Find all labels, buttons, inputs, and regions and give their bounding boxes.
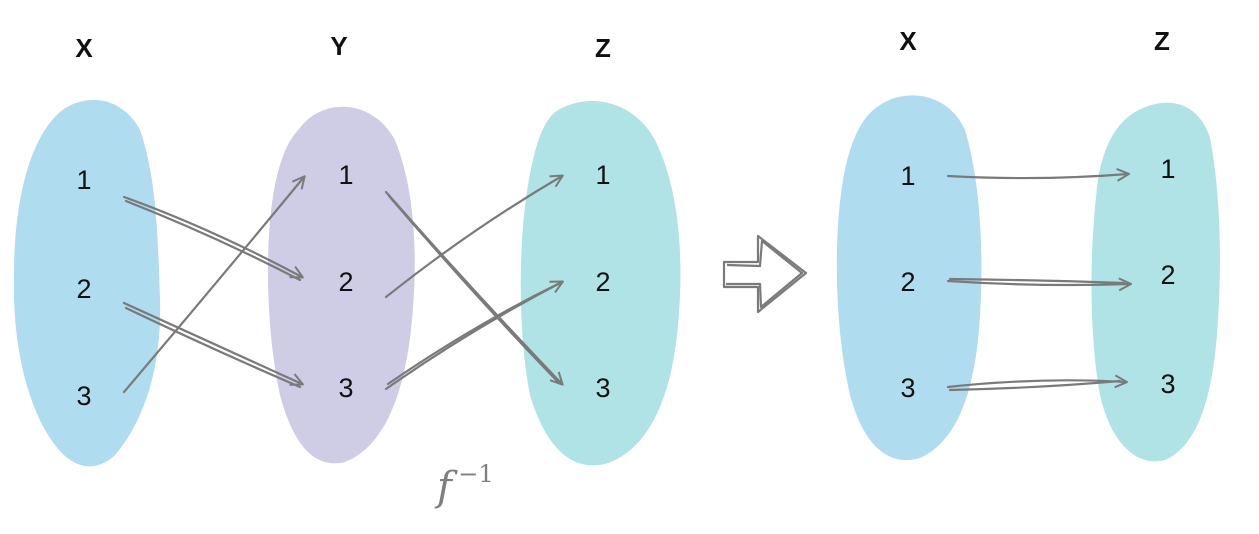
arrow-x1-to-y2 (122, 195, 304, 282)
arrow-result-x3-to-z3 (946, 374, 1128, 392)
inverse-function-label: f −1 (434, 460, 494, 510)
result-set-z-element-2: 2 (1160, 260, 1175, 290)
set-x-element-3: 3 (76, 381, 91, 411)
set-y-element-1: 1 (338, 160, 353, 190)
set-x-element-1: 1 (76, 165, 91, 195)
result-set-z-title: Z (1154, 26, 1170, 56)
function-name: f (434, 464, 458, 510)
set-z-element-3: 3 (595, 373, 610, 403)
set-y-blob (267, 106, 415, 464)
set-y-title: Y (330, 31, 347, 61)
result-set-x-element-3: 3 (900, 373, 915, 403)
left-diagram: X Y Z 1 2 3 1 2 3 1 2 3 (13, 31, 681, 510)
result-set-x-blob (836, 95, 982, 461)
set-x-title: X (75, 33, 93, 63)
arrow-result-x2-to-z2 (946, 277, 1132, 292)
result-set-x-element-1: 1 (900, 161, 915, 191)
result-set-x-title: X (899, 26, 917, 56)
arrow-x2-to-y3 (122, 301, 304, 389)
set-x-element-2: 2 (76, 274, 91, 304)
result-set-x-element-2: 2 (900, 267, 915, 297)
set-y-element-3: 3 (338, 373, 353, 403)
function-superscript: −1 (458, 460, 493, 488)
arrow-y1-to-z3 (384, 190, 564, 386)
result-set-z-element-3: 3 (1160, 369, 1175, 399)
set-x-blob (13, 99, 161, 467)
arrow-result-x1-to-z1 (946, 167, 1130, 182)
set-z-element-1: 1 (595, 160, 610, 190)
right-diagram: X Z 1 2 3 1 2 3 (836, 26, 1220, 462)
set-z-element-2: 2 (595, 267, 610, 297)
result-set-z-element-1: 1 (1160, 154, 1175, 184)
arrow-x3-to-y1 (122, 175, 306, 394)
arrow-y2-to-z1 (384, 174, 564, 299)
arrow-y3-to-z2 (384, 280, 564, 391)
result-set-z-blob (1091, 102, 1220, 462)
set-y-element-2: 2 (338, 267, 353, 297)
set-z-title: Z (595, 33, 611, 63)
right-arrow-icon (722, 234, 808, 314)
